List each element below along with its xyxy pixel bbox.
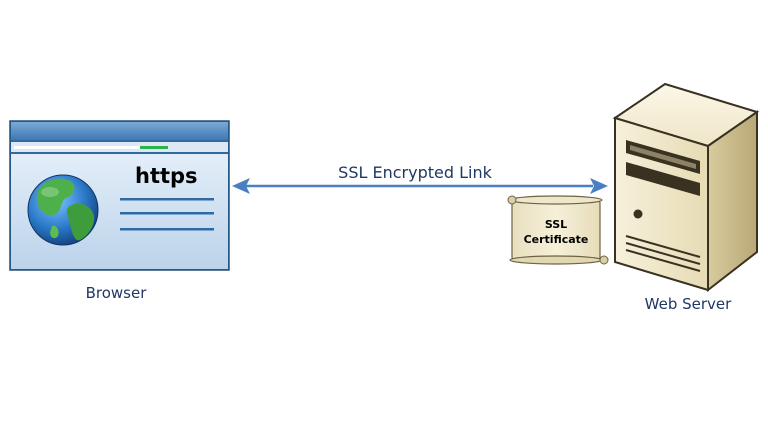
browser-progress-fill	[140, 146, 168, 149]
browser-window: https	[9, 120, 230, 271]
browser-progress-bar	[14, 146, 154, 149]
arrowhead-right-icon	[590, 178, 608, 194]
globe-icon	[27, 174, 99, 246]
browser-protocol-text: https	[135, 164, 198, 188]
link-label: SSL Encrypted Link	[338, 163, 492, 182]
encrypted-link-arrow	[232, 178, 608, 194]
arrowhead-left-icon	[232, 178, 250, 194]
certificate-text-line2: Certificate	[524, 233, 589, 246]
server-power-button	[633, 209, 643, 219]
browser-titlebar	[11, 122, 228, 140]
certificate-text-line1: SSL	[545, 218, 567, 231]
browser-label: Browser	[86, 284, 148, 302]
server-tower-icon	[612, 82, 760, 293]
certificate-scroll-icon	[507, 195, 609, 265]
browser-content-lines	[120, 198, 214, 231]
server-label: Web Server	[645, 295, 732, 313]
